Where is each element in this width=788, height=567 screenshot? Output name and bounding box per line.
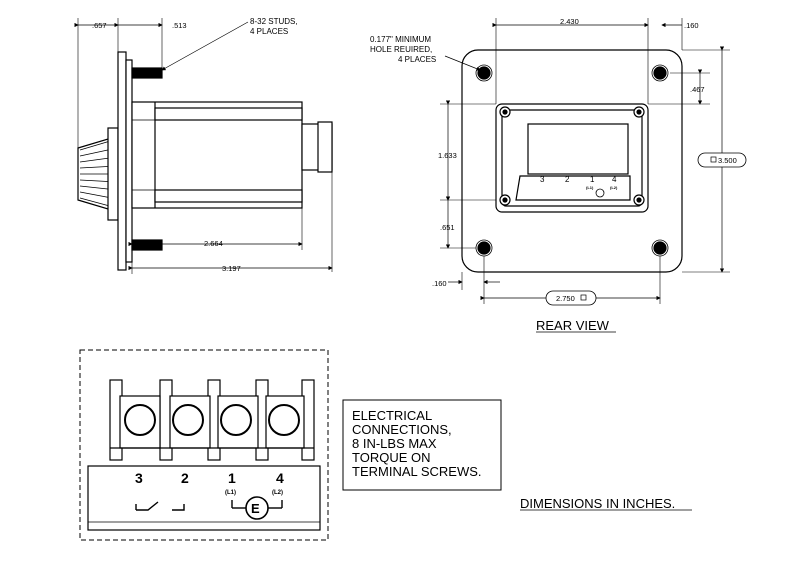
ground-symbol-label: E <box>251 501 260 516</box>
note-line-5: TERMINAL SCREWS. <box>352 464 482 479</box>
mounting-hole-bl <box>475 239 493 257</box>
dim-1633: 1.633 <box>438 151 457 160</box>
mounting-hole-br <box>651 239 669 257</box>
rear-view <box>440 18 747 306</box>
front-plate <box>117 51 127 271</box>
note-box: ELECTRICAL CONNECTIONS, 8 IN-LBS MAX TOR… <box>342 399 502 491</box>
terminal-label-1: 1 <box>228 470 236 486</box>
dimensions-caption: DIMENSIONS IN INCHES. <box>520 496 692 511</box>
terminal-label-2: 2 <box>181 470 189 486</box>
dim-651: .651 <box>440 223 455 232</box>
dim-657: .657 <box>92 21 107 30</box>
terminal-label-4: 4 <box>276 470 284 486</box>
side-view <box>74 18 333 274</box>
terminal-label-3: 3 <box>135 470 143 486</box>
mini-term-sub-l1: (L1) <box>586 185 594 190</box>
note-line-2: CONNECTIONS, <box>352 422 452 437</box>
studs-note-line2: 4 PLACES <box>250 27 288 36</box>
dim-160-bottom: .160 <box>432 279 447 288</box>
mini-term-4: 4 <box>612 175 617 184</box>
mounting-hole-tl <box>475 64 493 82</box>
terminal-screw-3 <box>124 404 156 436</box>
note-line-3: 8 IN-LBS MAX <box>352 436 437 451</box>
svg-text:DIMENSIONS IN INCHES.: DIMENSIONS IN INCHES. <box>520 496 675 511</box>
dim-2430: 2.430 <box>560 17 579 26</box>
mini-term-sub-l2: (L2) <box>610 185 618 190</box>
mini-term-2: 2 <box>565 175 570 184</box>
dim-2750: 2.750 <box>556 294 575 303</box>
rear-view-caption: REAR VIEW <box>536 318 616 333</box>
dim-2664: 2.664 <box>204 239 223 248</box>
svg-text:REAR VIEW: REAR VIEW <box>536 318 610 333</box>
dim-513: .513 <box>172 21 187 30</box>
dim-467: .467 <box>690 85 705 94</box>
mini-term-1: 1 <box>590 175 595 184</box>
ground-symbol <box>245 496 269 520</box>
mounting-hole-tr <box>651 64 669 82</box>
stud-bottom <box>131 239 163 251</box>
terminal-sub-l1: (L1) <box>225 490 236 496</box>
hole-note-line2: HOLE REUIRED, <box>370 45 432 54</box>
stud-top <box>131 67 163 79</box>
note-line-1: ELECTRICAL <box>352 408 432 423</box>
studs-note-line1: 8-32 STUDS, <box>250 17 298 26</box>
hole-note-line3: 4 PLACES <box>398 55 436 64</box>
hole-note-line1: 0.177" MINIMUM <box>370 35 431 44</box>
terminal-sub-l2: (L2) <box>272 490 283 496</box>
knob-drawing <box>77 127 119 221</box>
terminal-screw-4 <box>268 404 300 436</box>
dim-3197: 3.197 <box>222 264 241 273</box>
dim-160-top: .160 <box>684 21 699 30</box>
mini-term-3: 3 <box>540 175 545 184</box>
terminal-screw-2 <box>172 404 204 436</box>
terminal-block <box>79 349 329 541</box>
dim-3500: 3.500 <box>718 156 737 165</box>
terminal-screw-1 <box>220 404 252 436</box>
note-line-4: TORQUE ON <box>352 450 431 465</box>
